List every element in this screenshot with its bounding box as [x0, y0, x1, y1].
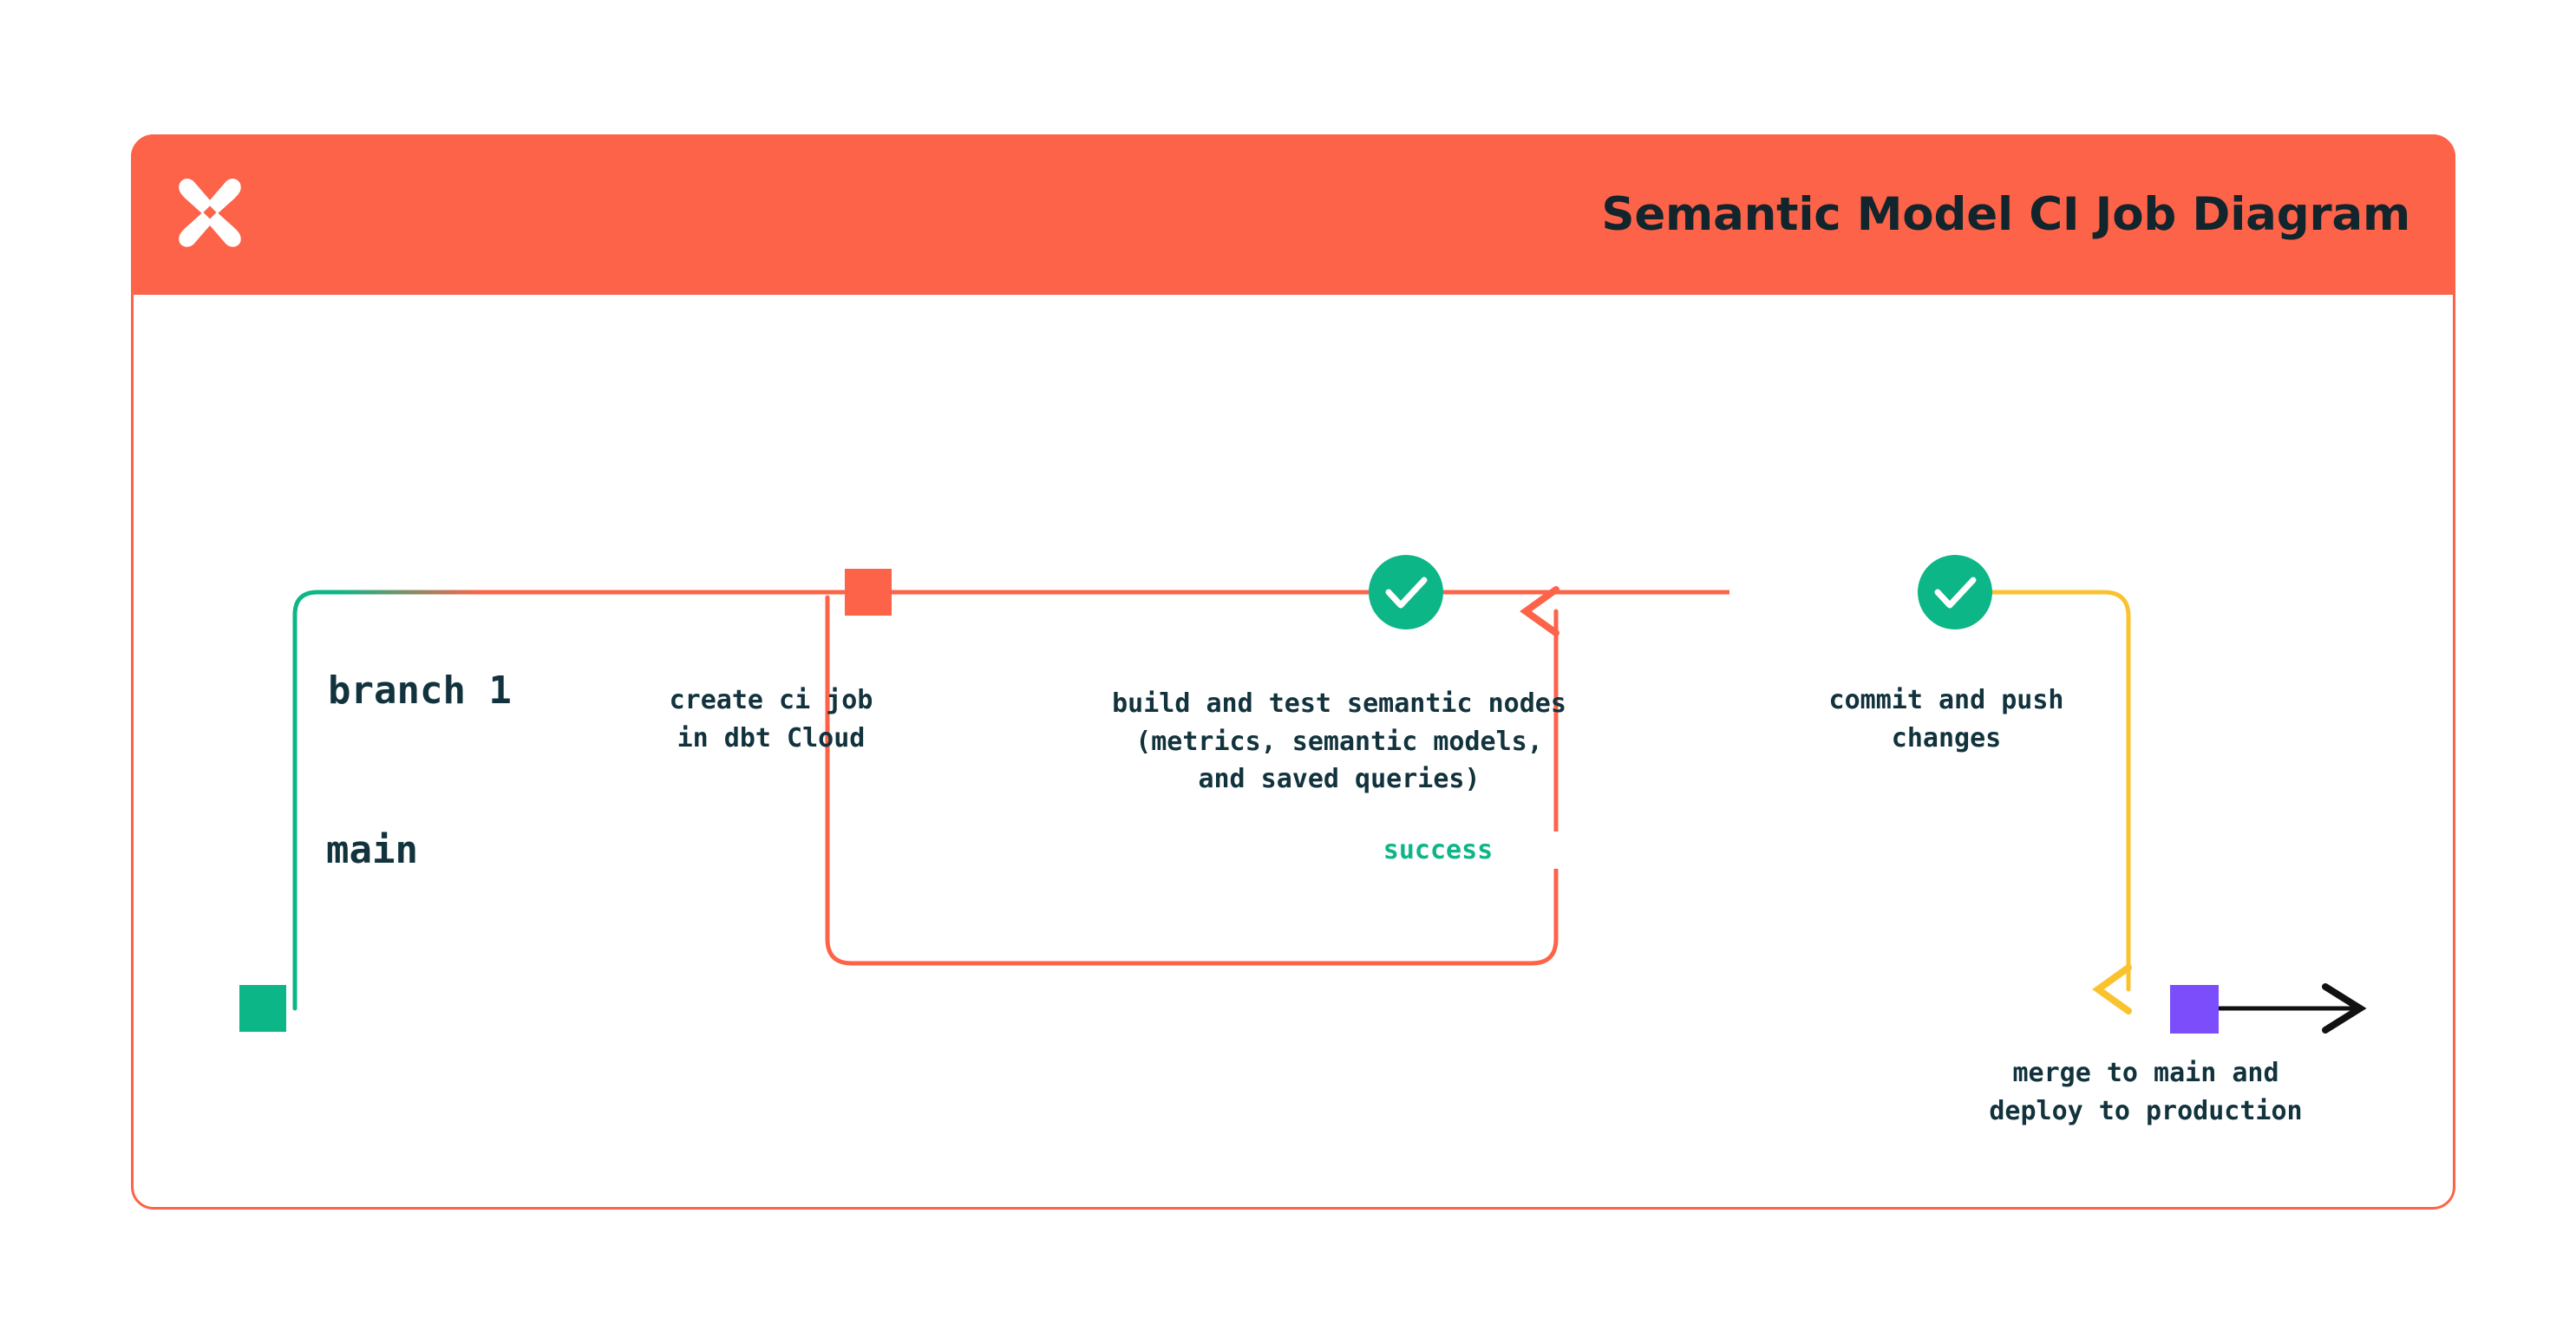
diagram-card: Semantic Model CI Job Diagram	[131, 134, 2455, 1210]
node-main-start[interactable]	[239, 985, 286, 1032]
success-edge-label: success	[1287, 832, 1589, 869]
merge-edge	[1923, 590, 2132, 1014]
diagram-canvas	[134, 297, 2453, 1210]
caption-commit-and-push: commit and push changes	[1828, 685, 2064, 753]
row-label-branch1: branch 1	[328, 669, 512, 713]
row-label-main: main	[326, 828, 418, 872]
dbt-x-logo-icon	[169, 171, 251, 252]
card-header: Semantic Model CI Job Diagram	[131, 134, 2455, 295]
caption-build-and-test: build and test semantic nodes (metrics, …	[1112, 688, 1566, 794]
node-create-ci-job[interactable]	[845, 569, 892, 616]
caption-create-ci-job: create ci job in dbt Cloud	[669, 685, 873, 753]
page-title: Semantic Model CI Job Diagram	[1601, 188, 2410, 241]
node-commit-and-push[interactable]	[1918, 555, 1992, 629]
node-merge-to-main[interactable]	[2170, 985, 2219, 1034]
caption-merge-to-main: merge to main and deploy to production	[1989, 1058, 2303, 1126]
success-loop-edge	[825, 586, 1559, 966]
branch-off-edge	[292, 590, 483, 1011]
node-build-and-test[interactable]	[1369, 555, 1443, 629]
